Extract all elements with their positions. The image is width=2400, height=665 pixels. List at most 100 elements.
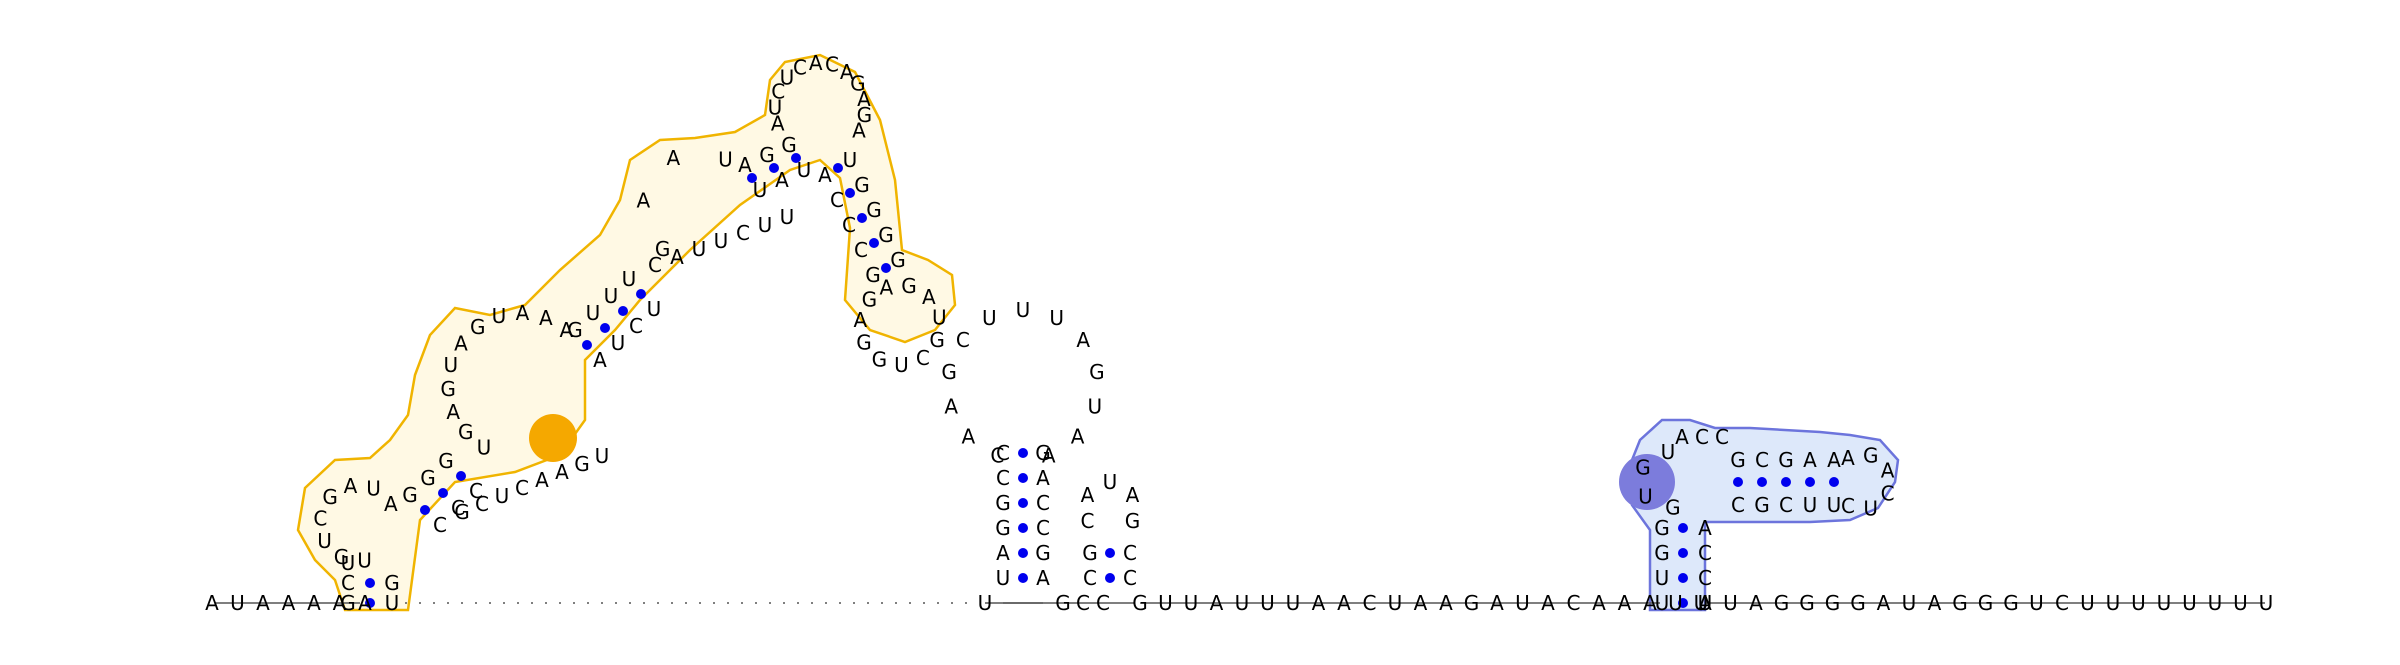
domain1-loop1-base: G (322, 485, 338, 509)
base-pair-dot (600, 323, 610, 333)
domain1-loop4-base: C (793, 56, 807, 80)
domain1-stem3-right-base: C (629, 314, 643, 338)
trailing-base: U (1698, 591, 1713, 615)
hairpin2-loop-base: U (1103, 470, 1118, 494)
base-pair-dot (857, 213, 867, 223)
domain1-loop2-right-base: G (454, 500, 470, 524)
domain2-arm-top-base: G (1778, 448, 1794, 472)
base-pair-dot (1678, 548, 1688, 558)
domain1-loop1-base: G (334, 545, 350, 569)
domain1-stem1-right-base: G (384, 571, 400, 595)
domain1-loop1-base: U (357, 548, 372, 572)
base-pair-dot (1678, 573, 1688, 583)
base-pair-dot (438, 488, 448, 498)
domain1-loop2-left-base: A (559, 318, 573, 342)
domain1-stem3-left-base: G (567, 318, 583, 342)
domain2-arm-bottom-base: C (1779, 493, 1793, 517)
base-pair-dot (1678, 523, 1688, 533)
hairpin1-loop-base: C (956, 328, 970, 352)
trailing-base: U (2029, 591, 2044, 615)
hairpin1-stem-left-base: C (996, 466, 1010, 490)
hairpin1-stem-left-base: C (996, 441, 1010, 465)
trailing-base: U (2259, 591, 2274, 615)
tail-base: C (1363, 591, 1377, 615)
tail-base: A (1414, 591, 1428, 615)
domain1-loop2-right-base: A (555, 460, 569, 484)
trailing-base: G (1952, 591, 1968, 615)
hairpin2-closing-base: C (1076, 591, 1090, 615)
domain1-stem2-right-base: C (469, 479, 483, 503)
domain2-arm-loop-base: G (1863, 443, 1879, 467)
base-pair-dot (1018, 548, 1028, 558)
domain2-arm-loop-base: U (1863, 497, 1878, 521)
domain1-loop2-right-base: A (535, 468, 549, 492)
domain2-arm-top-base: G (1730, 448, 1746, 472)
hairpin1-loop-base: A (1071, 425, 1085, 449)
domain1-loop3-left-base: G (655, 237, 671, 261)
baseline-base: U (978, 591, 993, 615)
tail-base: U (1235, 591, 1250, 615)
domain2-base: U (1655, 591, 1670, 615)
domain1-stem2-right-base: C (433, 513, 447, 537)
domain1-loop2-left-base: A (446, 400, 460, 424)
domain1-loop3-right-base: U (780, 205, 795, 229)
hairpin1-stem-left-base: G (995, 516, 1011, 540)
base-pair-dot (582, 340, 592, 350)
domain1-loop1-base: A (344, 474, 358, 498)
domain2-arm-top-base: A (1827, 448, 1841, 472)
base-pair-dot (1805, 477, 1815, 487)
base-pair-dot (1733, 477, 1743, 487)
domain1-loop5-base: C (916, 346, 930, 370)
base-pair-dot (420, 505, 430, 515)
base-pair-dot (456, 471, 466, 481)
domain1-loop4-base: C (825, 53, 839, 77)
domain1-loop2-left-base: G (458, 420, 474, 444)
domain1-loop5-base: G (856, 331, 872, 355)
domain1-loop4-base: A (852, 119, 866, 143)
tail-base: A (1490, 591, 1504, 615)
domain1-loop4-base: C (771, 79, 785, 103)
domain1-stem5-right-base: C (854, 238, 868, 262)
trailing-base: G (1850, 591, 1866, 615)
domain1-loop4-base: U (780, 66, 795, 90)
domain1-loop2-left-base: G (470, 315, 486, 339)
domain1-loop5-base: G (929, 328, 945, 352)
domain2-arm-loop-base: C (1881, 481, 1895, 505)
base-pair-dot (365, 598, 375, 608)
domain2-loop-left-base: U (1661, 440, 1676, 464)
domain2-arm-loop-base: C (1841, 494, 1855, 518)
domain1-stem2-right-base: C (451, 496, 465, 520)
domain2-loop-left-base: U (1638, 485, 1653, 509)
domain1-stem3-right-base: U (647, 297, 662, 321)
domain1-loop3-right-base: U (758, 213, 773, 237)
domain1-stem4-left-base: A (738, 153, 752, 177)
tail-base: A (1312, 591, 1326, 615)
domain1-loop3-right-base: C (648, 253, 662, 277)
domain1-loop3-right-base: A (670, 245, 684, 269)
hairpin1-stem-right-base: A (1036, 566, 1050, 590)
base-pair-dot (747, 173, 757, 183)
hairpin1-stem-left-base: A (996, 541, 1010, 565)
hairpin1-stem-left-base: G (995, 491, 1011, 515)
domain1-stem2-left-base: G (402, 483, 418, 507)
domain1-stem2-left-base: G (420, 466, 436, 490)
domain1-loop2-left-base: U (477, 435, 492, 459)
hairpin1-loop-base: U (1016, 298, 1031, 322)
trailing-base: U (2233, 591, 2248, 615)
domain1-loop3-left-base: A (666, 146, 680, 170)
domain1-loop5-base: G (872, 347, 888, 371)
domain1-loop2-left-base: A (516, 301, 530, 325)
base-pair-dot (1757, 477, 1767, 487)
domain1-loop5-base: A (922, 285, 936, 309)
domain2-arm-loop-base: A (1841, 446, 1855, 470)
domain1-loop2-left-base: A (454, 332, 468, 356)
domain2-loop-right-base: C (1695, 425, 1709, 449)
base-pair-dot (1678, 598, 1688, 608)
domain2-stem-left-base: U (1655, 566, 1670, 590)
tail-base: U (1260, 591, 1275, 615)
hairpin2-loop-base: A (1126, 483, 1140, 507)
domain1-loop2-left-base: U (492, 304, 507, 328)
domain1-loop2-right-base: C (475, 492, 489, 516)
domain1-loop5-base: G (901, 274, 917, 298)
